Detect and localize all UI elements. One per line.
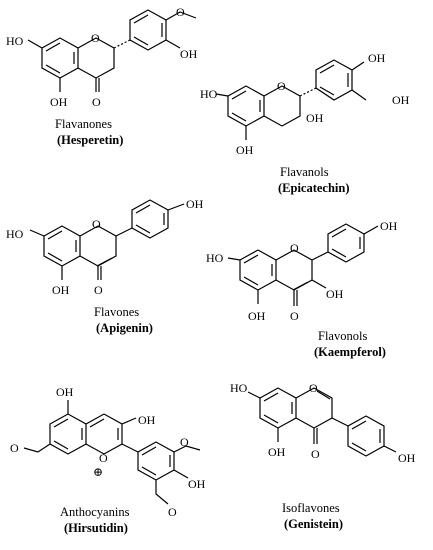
epicatechin-atom-o-ring: O — [277, 79, 286, 93]
hirsutidin-atom-o-ring: O — [99, 451, 108, 465]
hirsutidin-atom-oh-5: OH — [56, 385, 74, 399]
kaempferol-atom-o-ring: O — [290, 241, 299, 255]
hesperetin-compound-name: (Hesperetin) — [57, 133, 123, 147]
kaempferol-atom-oh-5: OH — [248, 309, 266, 323]
kaempferol-atom-o-carbonyl: O — [290, 309, 299, 323]
epicatechin-atom-oh-5: OH — [236, 143, 254, 157]
genistein-class-name: Isoflavones — [282, 501, 340, 515]
apigenin-atom-o-carbonyl: O — [94, 283, 103, 297]
kaempferol-atom-oh-3: OH — [326, 287, 344, 301]
apigenin-atom-oh-5: OH — [52, 283, 70, 297]
epicatechin-atom-oh-3: OH — [306, 111, 324, 125]
hesperetin-atom-o-carbonyl: O — [92, 95, 101, 109]
apigenin-atom-ho-7: HO — [6, 227, 24, 241]
hesperetin-atom-oh-3prime: OH — [180, 47, 198, 61]
hirsutidin-compound-name: (Hirsutidin) — [64, 521, 128, 535]
epicatechin-compound-name: (Epicatechin) — [278, 181, 350, 195]
genistein-atom-oh-4prime: OH — [398, 451, 416, 465]
structure-apigenin — [29, 199, 185, 280]
kaempferol-compound-name: (Kaempferol) — [314, 345, 386, 359]
hesperetin-atom-o-ring: O — [91, 31, 100, 45]
hesperetin-atom-ho-7: HO — [6, 34, 24, 48]
hirsutidin-atom-o-methoxy-7: O — [10, 441, 19, 455]
genistein-atom-o-carbonyl: O — [311, 447, 320, 461]
hirsutidin-class-name: Anthocyanins — [60, 505, 130, 519]
genistein-atom-oh-5: OH — [268, 445, 286, 459]
structure-epicatechin — [215, 59, 367, 140]
hesperetin-class-name: Flavanones — [55, 117, 112, 131]
hirsutidin-atom-oh-4prime: OH — [188, 477, 206, 491]
hesperetin-atom-oh-5: OH — [50, 95, 68, 109]
kaempferol-atom-oh-4prime: OH — [380, 219, 398, 233]
kaempferol-class-name: Flavonols — [318, 329, 367, 343]
apigenin-compound-name: (Apigenin) — [96, 321, 153, 335]
epicatechin-atom-ho-7: HO — [200, 87, 218, 101]
hirsutidin-atom-o-methoxy-5prime: O — [168, 505, 177, 519]
apigenin-atom-o-ring: O — [92, 217, 101, 231]
structure-hirsutidin — [23, 400, 201, 505]
apigenin-class-name: Flavones — [94, 305, 139, 319]
apigenin-atom-oh-4prime: OH — [186, 197, 204, 211]
hirsutidin-atom-o-methoxy-3prime: O — [180, 435, 189, 449]
structure-genistein — [247, 387, 397, 457]
structure-hesperetin — [27, 9, 197, 92]
kaempferol-atom-ho-7: HO — [206, 251, 224, 265]
genistein-atom-ho-7: HO — [230, 381, 248, 395]
hesperetin-atom-o-methoxy: O — [176, 5, 185, 19]
hirsutidin-atom-oh-3: OH — [138, 413, 156, 427]
epicatechin-atom-oh-3prime: OH — [392, 93, 410, 107]
genistein-atom-o-ring: O — [309, 381, 318, 395]
epicatechin-atom-oh-4prime: OH — [368, 51, 386, 65]
epicatechin-class-name: Flavanols — [280, 165, 329, 179]
hirsutidin-atom-plus-charge: ⊕ — [93, 465, 103, 479]
genistein-compound-name: (Genistein) — [284, 517, 343, 531]
structure-kaempferol — [227, 223, 379, 306]
